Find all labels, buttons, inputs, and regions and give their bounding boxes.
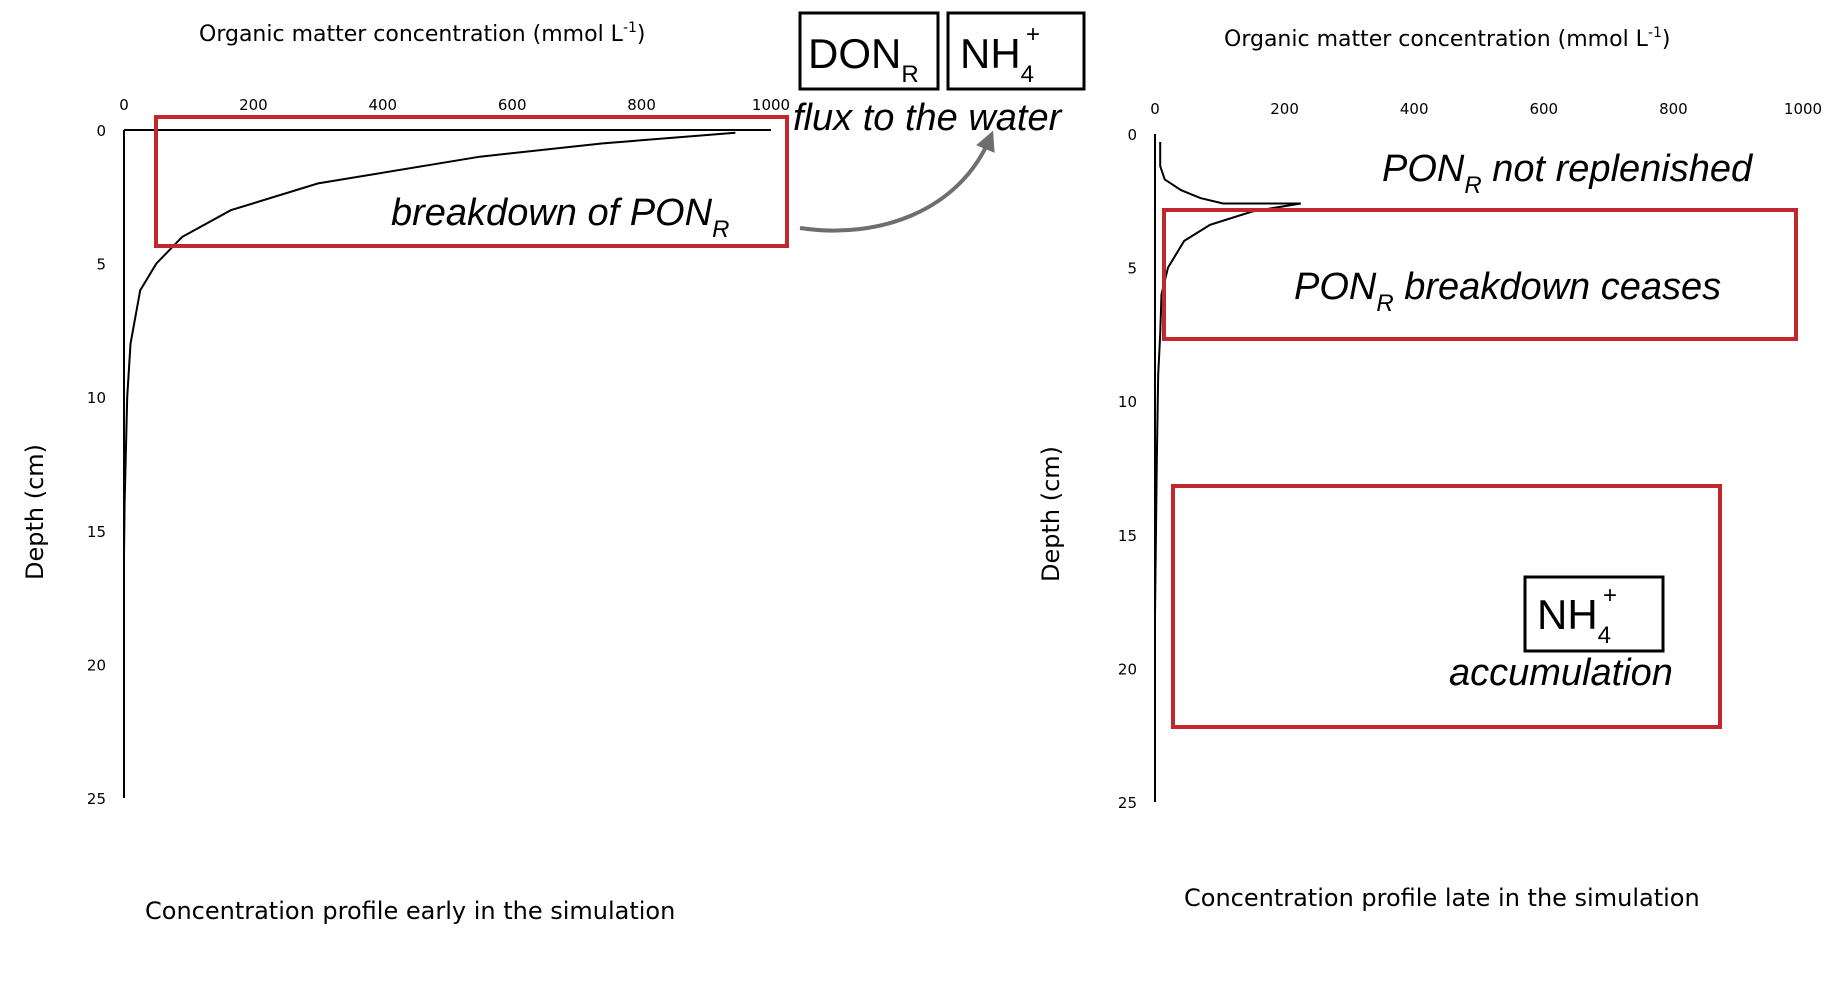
caption-early: Concentration profile early in the simul… [145,897,675,925]
x-tick-label: 800 [627,96,656,114]
nh4-box-flux [946,11,1086,91]
x-tick-label: 0 [119,96,129,114]
chart-early: Organic matter concentration (mmol L-1) … [21,20,790,925]
x-ticks-late: 0 200 400 600 800 1000 [1150,100,1822,118]
x-tick-label: 200 [239,96,268,114]
y-axis-title-early: Depth (cm) [21,444,49,580]
x-tick-label: 0 [1150,100,1160,118]
y-tick-label: 25 [1118,794,1137,812]
concentration-curve-early [123,131,736,798]
y-tick-label: 25 [87,790,106,808]
y-tick-label: 15 [87,523,106,541]
y-tick-label: 10 [87,389,106,407]
breakdown-ceases-annotation: PONR breakdown ceases [1294,266,1721,317]
x-tick-label: 1000 [1784,100,1822,118]
y-axis-title-late: Depth (cm) [1037,446,1065,582]
flux-label: flux to the water [793,97,1063,139]
don-label: DONR [808,30,919,88]
x-tick-label: 600 [498,96,527,114]
chart-late: Organic matter concentration (mmol L-1) … [1037,25,1822,912]
breakdown-ceases-box [1162,208,1798,341]
x-tick-label: 1000 [752,96,790,114]
caption-late: Concentration profile late in the simula… [1184,884,1700,912]
y-tick-label: 20 [87,656,106,674]
x-axis-title-early: Organic matter concentration (mmol L-1) [199,20,646,47]
y-tick-label: 5 [1127,260,1137,278]
x-tick-label: 800 [1659,100,1688,118]
x-tick-label: 400 [368,96,397,114]
y-tick-label: 0 [96,122,106,140]
don-box [798,11,940,91]
nh4-box-accumulation [1523,575,1665,653]
nh4-label-flux: NH4+ [960,21,1040,88]
y-ticks-early: 0 5 10 15 20 25 [87,122,106,808]
breakdown-annotation: breakdown of PONR [391,192,729,243]
x-tick-label: 400 [1400,100,1429,118]
x-ticks-early: 0 200 400 600 800 1000 [119,96,790,114]
flux-arrow [799,130,995,233]
y-tick-label: 10 [1118,393,1137,411]
y-ticks-late: 0 5 10 15 20 25 [1118,126,1137,812]
x-axis-title-late: Organic matter concentration (mmol L-1) [1224,25,1671,52]
y-tick-label: 0 [1127,126,1137,144]
breakdown-highlight-box [154,115,789,248]
concentration-curve-late [1154,142,1301,616]
flux-annotation: DONR NH4+ flux to the water [793,11,1086,233]
x-tick-label: 600 [1529,100,1558,118]
nh4-label-accumulation: NH4+ [1537,582,1617,649]
x-tick-label: 200 [1270,100,1299,118]
y-tick-label: 5 [96,256,106,274]
y-tick-label: 20 [1118,660,1137,678]
accumulation-box [1171,484,1722,729]
not-replenished-annotation: PONR not replenished [1382,148,1754,199]
accumulation-annotation: accumulation [1449,652,1673,694]
y-tick-label: 15 [1118,527,1137,545]
